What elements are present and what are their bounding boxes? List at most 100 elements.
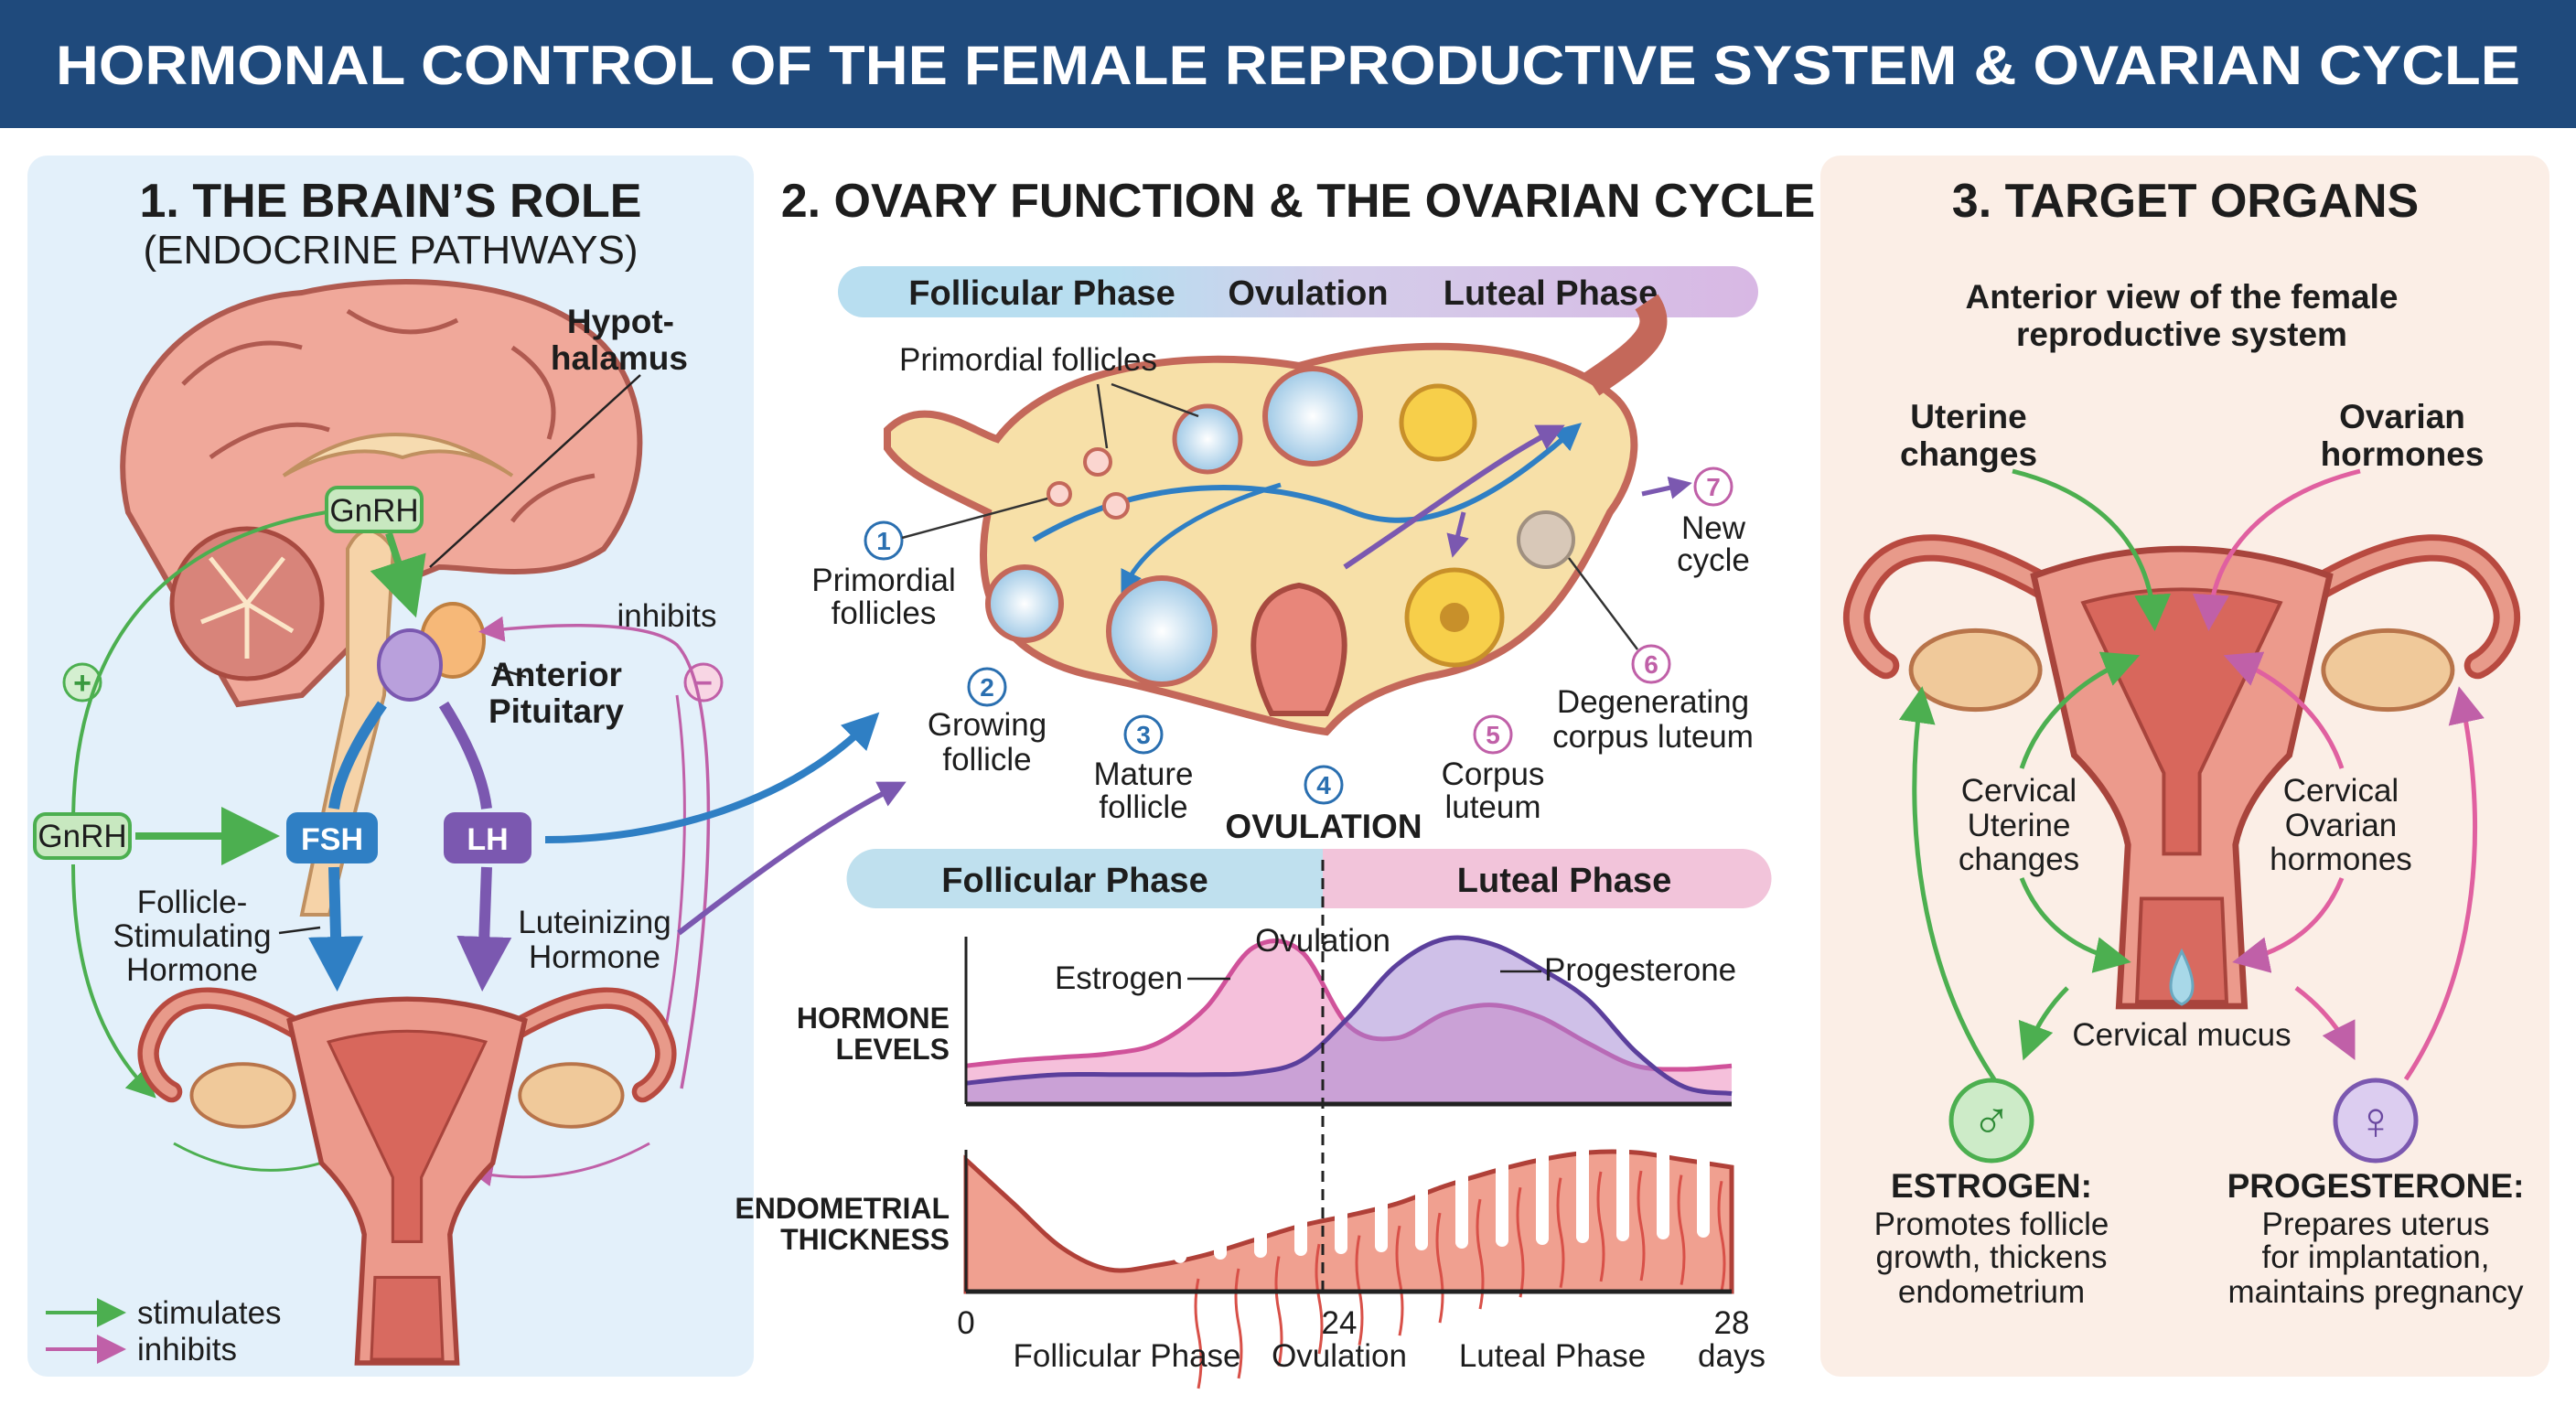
progesterone-symbol-icon xyxy=(2333,1078,2419,1164)
ovarian-hormones-arrow xyxy=(2192,468,2361,631)
stage-badge xyxy=(1631,644,1671,684)
stage-badge xyxy=(1304,765,1344,805)
fsh-full-3: Hormone xyxy=(126,952,258,988)
cervical-ovarian-1: Cervical xyxy=(2283,773,2399,809)
uterine-changes-2: changes xyxy=(1900,435,2037,473)
phase-top-luteal: Luteal Phase xyxy=(1444,274,1658,313)
stage-label: follicle xyxy=(942,742,1031,778)
cervical-ovarian-3: hormones xyxy=(2270,842,2412,877)
panel-brain: 1. THE BRAIN’S ROLE (ENDOCRINE PATHWAYS)… xyxy=(27,156,754,1377)
target-subtitle-2: reproductive system xyxy=(2016,316,2347,353)
spiral-artery xyxy=(1596,1171,1605,1282)
stage-number: 4 xyxy=(1316,771,1331,799)
target-subtitle-1: Anterior view of the female xyxy=(1966,278,2399,316)
phase-bar-luteal xyxy=(1323,849,1772,908)
hormone-levels-label-1: HORMONE xyxy=(797,1002,950,1035)
hypothalamus-pointer xyxy=(429,374,641,568)
stage-label: follicles xyxy=(832,595,937,631)
inhibit-pituitary-arrow xyxy=(478,616,711,1089)
x-label-luteal: Luteal Phase xyxy=(1459,1338,1646,1374)
cervical-uterine-1: Cervical xyxy=(1961,773,2077,809)
stimulate-uterus-arrow xyxy=(173,1142,344,1174)
chart-ovulation-label: Ovulation xyxy=(1255,923,1390,959)
gnrh-to-pituitary-arrow xyxy=(370,531,426,618)
panel-brain-subtitle: (ENDOCRINE PATHWAYS) xyxy=(143,228,638,273)
stage-badge xyxy=(967,667,1007,707)
spiral-artery xyxy=(1435,1212,1444,1324)
phase-bar-top xyxy=(838,266,1758,317)
endometrial-label-1: ENDOMETRIAL xyxy=(735,1192,950,1225)
spiral-artery xyxy=(1717,1180,1726,1292)
gnrh-left-badge xyxy=(33,812,132,860)
stage-label: corpus luteum xyxy=(1552,719,1754,755)
stage-number: 7 xyxy=(1706,473,1721,501)
panel-target-title: 3. TARGET ORGANS xyxy=(1952,175,2419,228)
fsh-full-1: Follicle- xyxy=(137,885,248,920)
header-bar xyxy=(0,0,2576,128)
progesterone-label: Progesterone xyxy=(1544,952,1736,988)
progesterone-feedback-arrow xyxy=(2403,686,2485,1081)
x-label-follicular: Follicular Phase xyxy=(1014,1338,1241,1374)
stage-4: 4 OVULATION xyxy=(1225,765,1422,845)
panel-ovary-title: 2. OVARY FUNCTION & THE OVARIAN CYCLE xyxy=(781,175,1816,228)
ovarian-hormones-1: Ovarian xyxy=(2339,398,2465,435)
pituitary-fsh-line xyxy=(328,701,387,810)
ovarian-hormones-2: hormones xyxy=(2321,435,2485,473)
stage-label: New xyxy=(1681,510,1746,546)
spiral-artery xyxy=(1194,1278,1203,1389)
progesterone-desc-3: maintains pregnancy xyxy=(2228,1274,2524,1310)
spiral-artery xyxy=(1315,1243,1324,1355)
stage-label: Degenerating xyxy=(1557,684,1749,720)
cervical-uterine-2: Uterine xyxy=(1968,808,2071,843)
estrogen-symbol-icon xyxy=(1948,1078,2034,1164)
progesterone-area xyxy=(966,938,1732,1104)
estrogen-title: ESTROGEN: xyxy=(1891,1167,2092,1205)
ovary-illustration xyxy=(884,294,1692,736)
uterine-changes-arrow xyxy=(2012,468,2172,631)
phase-luteal-label: Luteal Phase xyxy=(1457,862,1671,900)
estrogen-desc-1: Promotes follicle xyxy=(1874,1207,2109,1242)
stage-label: Mature xyxy=(1094,756,1194,792)
lh-full-1: Luteinizing xyxy=(518,905,671,940)
gnrh-feedback-line xyxy=(71,510,327,824)
x-label-days: days xyxy=(1698,1338,1766,1374)
stage-2: 2 Growing follicle xyxy=(928,667,1046,778)
progesterone-symbol: ♀ xyxy=(2356,1091,2396,1151)
spiral-artery xyxy=(1677,1174,1686,1285)
lh-badge xyxy=(444,812,531,863)
hormone-levels-label-2: LEVELS xyxy=(836,1033,950,1066)
spiral-artery xyxy=(1637,1170,1646,1282)
spiral-artery xyxy=(1556,1177,1565,1288)
stage-6: 6 Degenerating corpus luteum xyxy=(1552,557,1754,755)
stage-label: luteum xyxy=(1444,789,1540,825)
fsh-full-2: Stimulating xyxy=(113,918,271,954)
estrogen-desc-3: endometrium xyxy=(1898,1274,2085,1310)
stage-1: 1 Primordial follicles xyxy=(811,497,1048,631)
lh-label: LH xyxy=(467,822,508,857)
cervical-uterine-3: changes xyxy=(1959,842,2079,877)
endometrial-label-2: THICKNESS xyxy=(780,1223,950,1256)
label-anterior: Anterior xyxy=(490,656,622,693)
spiral-artery xyxy=(1274,1256,1283,1367)
panel-ovary: 2. OVARY FUNCTION & THE OVARIAN CYCLE Fo… xyxy=(735,175,1815,1389)
panel-brain-title: 1. THE BRAIN’S ROLE xyxy=(140,175,642,228)
stage-badge xyxy=(1473,714,1513,755)
phase-follicular-label: Follicular Phase xyxy=(941,862,1208,900)
label-hypothalamus-2: halamus xyxy=(551,339,688,377)
uterine-changes-1: Uterine xyxy=(1910,398,2026,435)
inhibit-minus-icon xyxy=(683,662,724,702)
estrogen-feedback-arrow xyxy=(1898,686,1997,1081)
cervical-mucus-drop-icon xyxy=(2169,948,2195,1006)
lh-down-arrow xyxy=(456,866,512,992)
fsh-label: FSH xyxy=(301,822,363,857)
spiral-artery xyxy=(1234,1268,1243,1379)
stimulate-ovary-arrow xyxy=(71,863,156,1099)
lh-to-ovary-arrow xyxy=(544,712,880,843)
phase-top-ovulation: Ovulation xyxy=(1228,274,1388,313)
label-pituitary: Pituitary xyxy=(488,692,624,730)
stage-label: cycle xyxy=(1677,542,1750,578)
lh-full-2: Hormone xyxy=(529,939,660,975)
gnrh-brain-badge xyxy=(325,486,424,533)
cervical-mucus-label: Cervical mucus xyxy=(2072,1017,2291,1053)
